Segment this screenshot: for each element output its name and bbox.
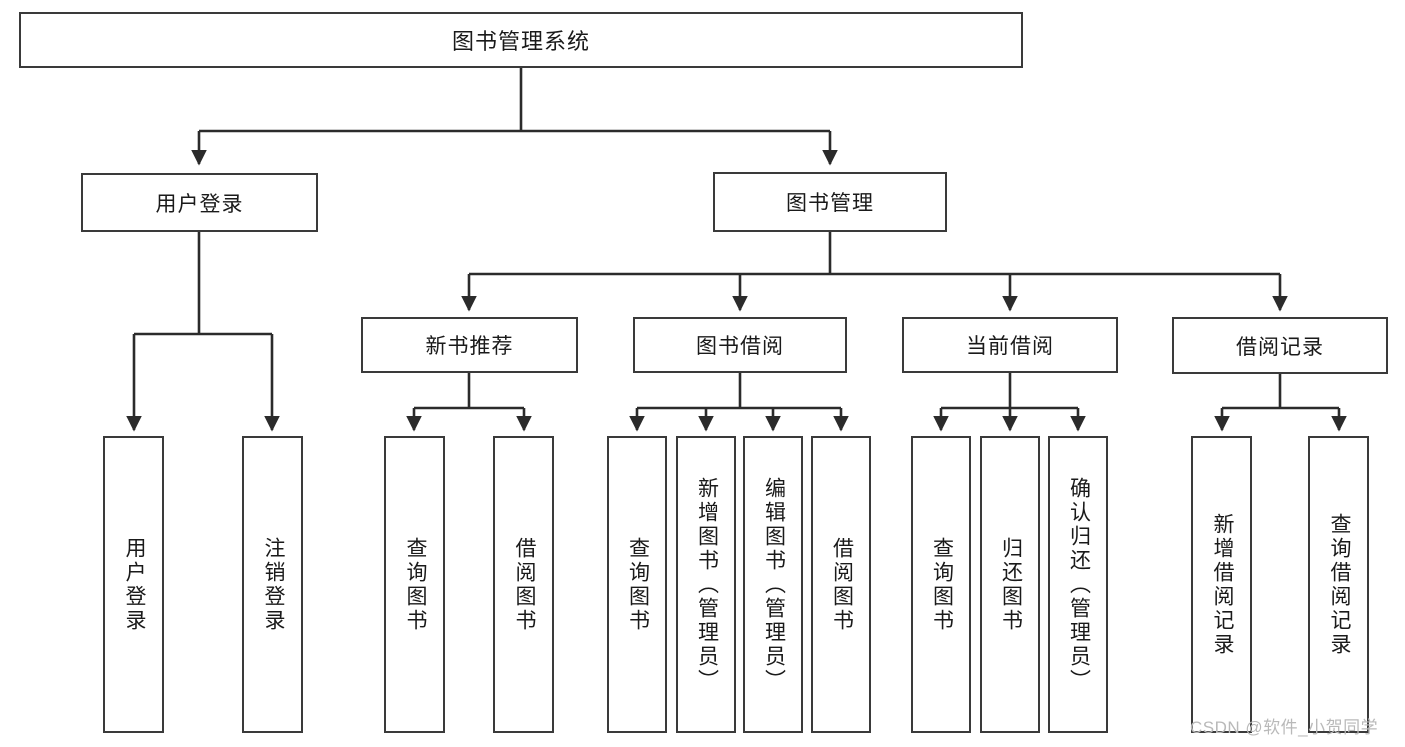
- node-label: 查询图书: [626, 536, 650, 633]
- node-label: 用户登录: [155, 192, 244, 216]
- node-label: 查询图书: [403, 536, 427, 633]
- leaf-book-borrow-2[interactable]: 编辑图书（管理员）: [743, 436, 803, 733]
- node-label: 借阅记录: [1236, 335, 1324, 359]
- node-label: 新增图书（管理员）: [695, 476, 719, 693]
- leaf-new-book-recommend-0[interactable]: 查询图书: [384, 436, 445, 733]
- node-book-manage[interactable]: 图书管理: [713, 172, 947, 232]
- node-label: 查询图书: [930, 536, 954, 633]
- node-label: 借阅图书: [512, 536, 536, 633]
- node-current-borrow[interactable]: 当前借阅: [902, 317, 1118, 373]
- node-label: 图书借阅: [696, 335, 784, 358]
- node-new-book-recommend[interactable]: 新书推荐: [361, 317, 578, 373]
- node-label: 归还图书: [999, 536, 1023, 633]
- leaf-book-borrow-0[interactable]: 查询图书: [607, 436, 667, 733]
- node-label: 图书管理系统: [451, 29, 590, 54]
- node-borrow-record[interactable]: 借阅记录: [1172, 317, 1388, 374]
- leaf-borrow-record-1[interactable]: 查询借阅记录: [1308, 436, 1369, 733]
- node-label: 查询借阅记录: [1327, 512, 1351, 657]
- leaf-current-borrow-2[interactable]: 确认归还（管理员）: [1048, 436, 1108, 733]
- node-label: 新增借阅记录: [1210, 512, 1234, 657]
- leaf-current-borrow-0[interactable]: 查询图书: [911, 436, 971, 733]
- node-label: 新书推荐: [425, 335, 514, 358]
- leaf-user-login-1[interactable]: 注销登录: [242, 436, 303, 733]
- node-label: 当前借阅: [966, 335, 1054, 358]
- node-label: 图书管理: [786, 192, 874, 215]
- leaf-book-borrow-1[interactable]: 新增图书（管理员）: [676, 436, 736, 733]
- node-label: 用户登录: [122, 536, 146, 633]
- node-book-borrow[interactable]: 图书借阅: [633, 317, 847, 373]
- node-root-system[interactable]: 图书管理系统: [19, 12, 1023, 68]
- leaf-current-borrow-1[interactable]: 归还图书: [980, 436, 1040, 733]
- node-label: 借阅图书: [830, 536, 854, 633]
- leaf-borrow-record-0[interactable]: 新增借阅记录: [1191, 436, 1252, 733]
- node-label: 注销登录: [261, 536, 285, 633]
- node-label: 确认归还（管理员）: [1067, 476, 1091, 693]
- watermark-text: CSDN @软件_小贺同学: [1190, 718, 1379, 737]
- node-label: 编辑图书（管理员）: [762, 476, 786, 693]
- leaf-new-book-recommend-1[interactable]: 借阅图书: [493, 436, 554, 733]
- node-user-login[interactable]: 用户登录: [81, 173, 318, 232]
- leaf-book-borrow-3[interactable]: 借阅图书: [811, 436, 871, 733]
- leaf-user-login-0[interactable]: 用户登录: [103, 436, 164, 733]
